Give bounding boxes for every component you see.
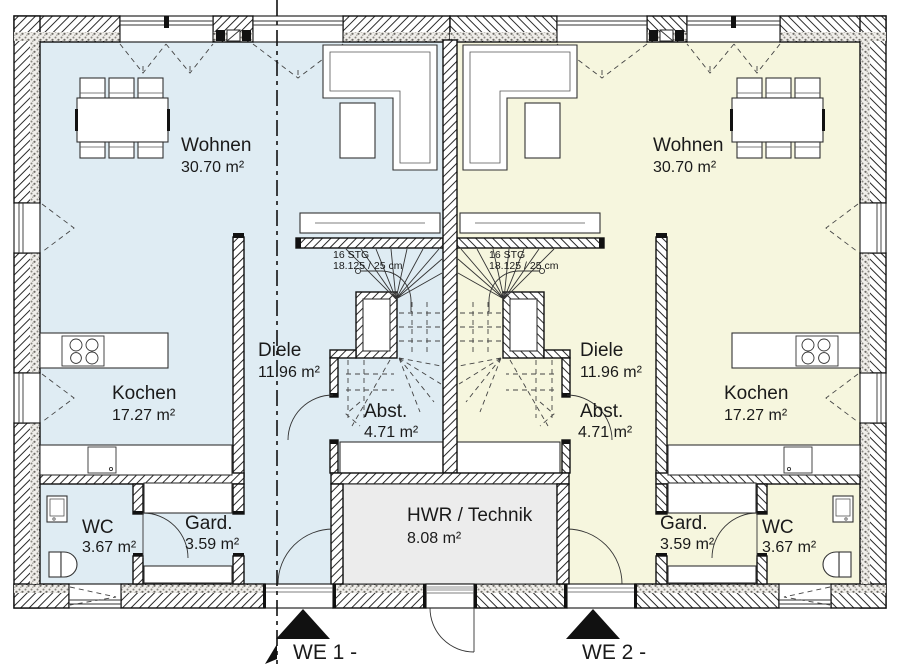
room-label-wohnen-we2: Wohnen <box>653 135 723 156</box>
room-area-kochen-we1: 17.27 m² <box>112 407 176 424</box>
room-label-abst-we2: Abst. <box>580 401 623 422</box>
labels: Wohnen 30.70 m² Kochen 17.27 m² Diele 11… <box>82 135 817 664</box>
entrance-label-we1: WE 1 - <box>293 641 357 664</box>
room-area-wohnen-we2: 30.70 m² <box>653 159 717 176</box>
party-wall <box>442 39 458 474</box>
stair-label-dims-we2: 18.125 / 25 cm <box>489 260 559 272</box>
stair-label-dims-we1: 18.125 / 25 cm <box>333 260 403 272</box>
room-label-wc-we2: WC <box>762 517 794 538</box>
section-arrow <box>265 644 277 664</box>
room-label-kochen-we1: Kochen <box>112 383 176 404</box>
room-label-gard-we2: Gard. <box>660 513 708 534</box>
room-label-wohnen-we1: Wohnen <box>181 135 251 156</box>
room-label-hwr: HWR / Technik <box>407 505 533 526</box>
room-label-gard-we1: Gard. <box>185 513 233 534</box>
stair-label-steps-we2: 16 STG <box>489 249 525 261</box>
room-area-abst-we2: 4.71 m² <box>578 424 633 441</box>
room-area-wc-we1: 3.67 m² <box>82 539 137 556</box>
room-area-wohnen-we1: 30.70 m² <box>181 159 245 176</box>
entrance-marker-we2 <box>566 609 620 639</box>
room-area-gard-we2: 3.59 m² <box>660 536 715 553</box>
room-label-diele-we1: Diele <box>258 340 301 361</box>
entrance-marker-we1 <box>276 609 330 639</box>
room-label-wc-we1: WC <box>82 517 114 538</box>
room-area-diele-we2: 11.96 m² <box>580 364 643 381</box>
room-area-hwr: 8.08 m² <box>407 530 462 547</box>
room-area-gard-we1: 3.59 m² <box>185 536 240 553</box>
room-area-abst-we1: 4.71 m² <box>364 424 419 441</box>
room-label-diele-we2: Diele <box>580 340 623 361</box>
room-label-kochen-we2: Kochen <box>724 383 788 404</box>
room-label-abst-we1: Abst. <box>364 401 407 422</box>
section-line <box>265 0 278 664</box>
room-area-diele-we1: 11.96 m² <box>258 364 321 381</box>
entrance-label-we2: WE 2 - <box>582 641 646 664</box>
stair-label-steps-we1: 16 STG <box>333 249 369 261</box>
room-area-wc-we2: 3.67 m² <box>762 539 817 556</box>
room-area-kochen-we2: 17.27 m² <box>724 407 788 424</box>
hwr-room <box>330 472 570 653</box>
